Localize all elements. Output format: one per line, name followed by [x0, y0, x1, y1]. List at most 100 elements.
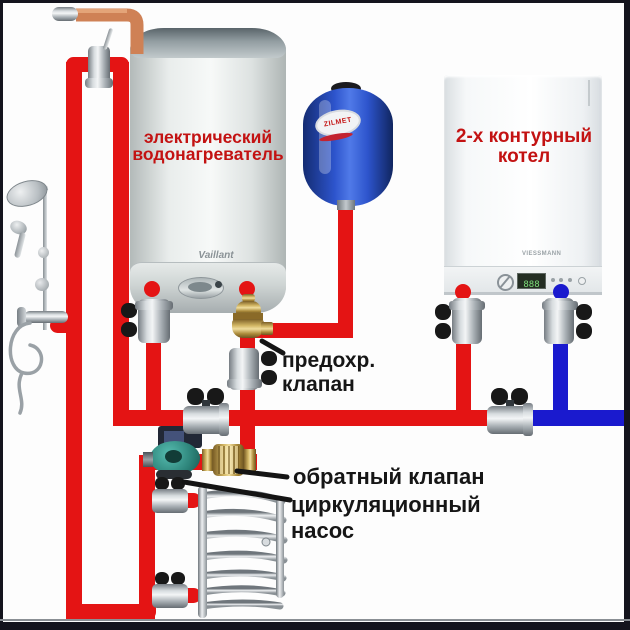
check-valve-ridges — [218, 446, 239, 474]
frame-right — [624, 0, 630, 630]
boiler-body — [444, 75, 602, 295]
boiler-label-line1: 2-х контурный — [455, 126, 593, 147]
boiler-hot-port — [455, 284, 471, 300]
boiler-cold-valve — [542, 298, 594, 344]
valve-handle-wing — [261, 351, 277, 366]
valve-handle-wing — [261, 370, 277, 385]
pipe-cold-feed — [528, 410, 630, 426]
valve-handle-wing — [121, 322, 137, 337]
pump-label: циркуляционный насос — [291, 492, 481, 544]
boiler-button-3 — [568, 278, 572, 282]
valve-nut — [523, 403, 533, 436]
faucet-base — [85, 78, 113, 88]
safety-valve-label-line2: клапан — [282, 372, 355, 396]
heater-label: электрический водонагреватель — [131, 128, 285, 164]
boiler-cold-port — [553, 284, 569, 300]
pipe-tank-drop — [338, 203, 353, 338]
faucet-aerator — [52, 7, 78, 21]
pipe-tank-branch — [255, 323, 353, 338]
valve-handle-wing — [435, 323, 451, 339]
valve-nut — [542, 301, 578, 310]
heater-knob-inner — [188, 282, 212, 292]
heater-hot-port — [239, 281, 255, 297]
faucet-column — [88, 46, 110, 84]
safety-valve-outlet — [261, 322, 273, 335]
heater-cold-valve — [121, 299, 173, 343]
valve-handle-wing — [491, 388, 508, 405]
safety-valve-cap — [242, 294, 255, 302]
valve-stem — [202, 400, 210, 408]
valve-handle-wing — [576, 304, 592, 320]
heater-label-line2: водонагреватель — [132, 144, 284, 164]
pipe-cold-riser — [66, 62, 82, 620]
pipe-boiler-hot — [456, 344, 471, 426]
valve-nut — [227, 379, 262, 388]
frame-bottom-line — [0, 619, 630, 621]
pipe-boiler-cold — [553, 344, 568, 426]
faucet — [50, 2, 160, 92]
boiler-button-4 — [578, 277, 586, 285]
heater-top-cap — [130, 28, 286, 58]
frame-left — [0, 0, 3, 630]
valve-body — [152, 584, 188, 608]
shower-mixer — [24, 311, 68, 323]
rail-slider-knob — [38, 247, 49, 258]
expansion-tank: ZILMET — [303, 82, 395, 214]
pump-label-line2: насос — [291, 518, 355, 543]
safety-valve-body — [232, 319, 264, 338]
pump-cap — [165, 450, 182, 463]
boiler-lcd-digits: 888 — [523, 280, 540, 290]
pipe-main-horizontal — [113, 410, 493, 426]
boiler-label-line2: котел — [497, 146, 551, 167]
safety-valve-hex — [233, 313, 263, 320]
faucet-spout-arc — [76, 8, 144, 54]
boiler: VIESSMANN 888 — [444, 75, 602, 295]
valve-handle-wing — [171, 572, 185, 585]
valve-nut — [135, 301, 173, 310]
boiler-lcd: 888 — [517, 273, 546, 290]
heater-brand: Vaillant — [198, 250, 234, 261]
radiator-bottom-valve — [152, 572, 190, 608]
valve-handle-wing — [576, 323, 592, 339]
frame-bottom — [0, 622, 630, 630]
towel-radiator — [192, 482, 302, 628]
tank-body — [303, 88, 393, 206]
pump-label-line1: циркуляционный — [291, 492, 481, 517]
valve-handle-wing — [155, 477, 169, 490]
main-line-valve — [183, 388, 229, 436]
valve-nut — [449, 301, 485, 310]
check-valve-label: обратный клапан — [293, 464, 485, 489]
boiler-side-seam — [588, 80, 590, 106]
valve-stem — [506, 400, 514, 408]
cold-feed-valve — [487, 388, 533, 436]
radiator-top-valve — [152, 477, 190, 513]
heater-indicator — [215, 281, 222, 288]
valve-handle-wing — [435, 304, 451, 320]
rail-soap-dish — [35, 278, 49, 291]
shower-mixer-knob — [17, 307, 26, 327]
circulation-pump — [143, 426, 205, 482]
check-valve-nut-left — [202, 449, 213, 471]
tank-fitting — [337, 200, 355, 210]
pump-base-ring — [156, 470, 192, 479]
heater-cold-port — [144, 281, 160, 297]
boiler-button-2 — [559, 278, 563, 282]
boiler-hot-valve — [435, 298, 487, 344]
boiler-brand: VIESSMANN — [522, 251, 562, 257]
valve-handle-wing — [187, 388, 204, 405]
valve-handle-wing — [155, 572, 169, 585]
frame-top — [0, 0, 630, 3]
check-valve — [202, 444, 256, 476]
safety-valve-bell — [236, 301, 261, 314]
valve-handle-wing — [511, 388, 528, 405]
boiler-dial — [497, 274, 514, 291]
check-valve-nut-right — [244, 449, 256, 471]
pump-flange — [143, 452, 153, 467]
pump-control-screen — [164, 431, 184, 443]
shower-rail — [43, 187, 47, 330]
heater-hot-valve — [227, 348, 277, 390]
safety-valve-label-line1: предохр. — [282, 349, 376, 372]
safety-valve — [229, 294, 273, 340]
handheld-shower-handle — [13, 231, 27, 259]
